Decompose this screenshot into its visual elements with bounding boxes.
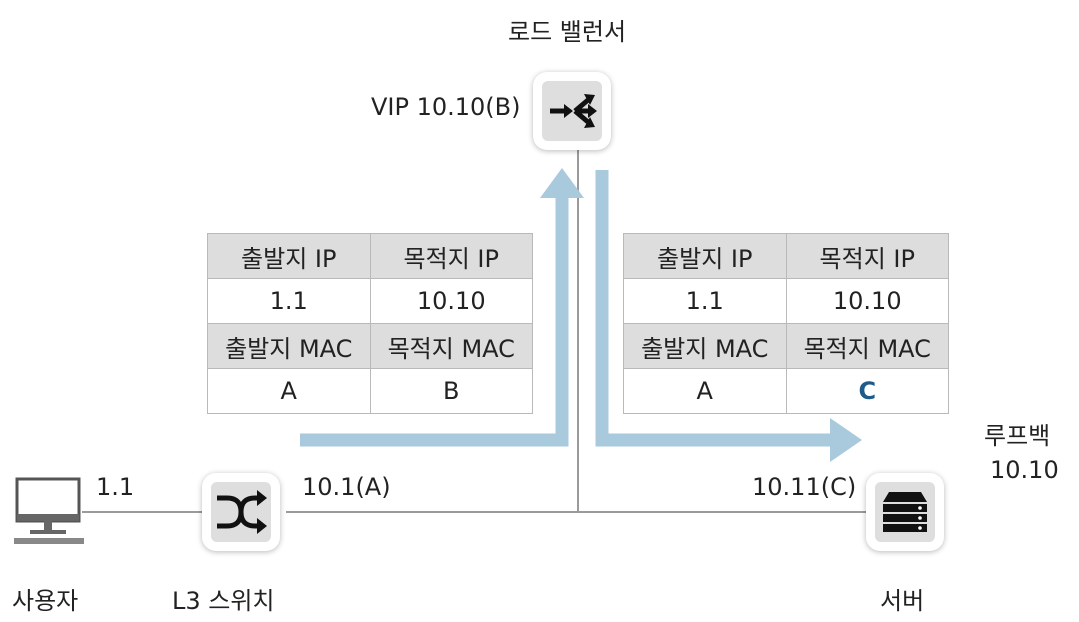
packet-in-mac-header-row: 출발지 MAC 목적지 MAC — [207, 323, 533, 369]
outbound-arrowhead — [830, 418, 862, 462]
packet-out-ip-row: 1.1 10.10 — [623, 278, 949, 324]
l3-switch-node[interactable] — [202, 473, 280, 551]
src-ip-value: 1.1 — [207, 278, 371, 324]
inbound-flow-arrow — [300, 196, 569, 447]
dst-mac-header: 목적지 MAC — [785, 323, 949, 369]
dst-ip-value: 10.10 — [369, 278, 533, 324]
user-ip: 1.1 — [96, 473, 135, 501]
switch-icon — [217, 490, 267, 534]
packet-out-mac-row: A C — [623, 368, 949, 414]
loopback-ip: 10.10 — [990, 456, 1059, 484]
server-icon — [883, 492, 927, 532]
server-node[interactable] — [866, 473, 944, 551]
src-ip-header: 출발지 IP — [623, 233, 787, 279]
dst-mac-header: 목적지 MAC — [369, 323, 533, 369]
src-mac-header: 출발지 MAC — [623, 323, 787, 369]
switch-port-ip: 10.1(A) — [302, 473, 391, 501]
user-label: 사용자 — [12, 587, 79, 615]
load-balancer-icon — [550, 94, 597, 128]
server-ip: 10.11(C) — [752, 473, 857, 501]
switch-label: L3 스위치 — [172, 587, 275, 615]
packet-in-ip-row: 1.1 10.10 — [207, 278, 533, 324]
load-balancer-node[interactable] — [533, 72, 611, 150]
dst-mac-value-highlight: C — [785, 368, 949, 414]
user-pc-icon[interactable] — [14, 476, 84, 546]
server-label: 서버 — [880, 587, 925, 615]
outbound-flow-arrow — [595, 170, 832, 447]
inbound-arrowhead — [540, 168, 584, 198]
packet-in-ip-header-row: 출발지 IP 목적지 IP — [207, 233, 533, 279]
packet-out-mac-header-row: 출발지 MAC 목적지 MAC — [623, 323, 949, 369]
packet-out-ip-header-row: 출발지 IP 목적지 IP — [623, 233, 949, 279]
vip-label: VIP 10.10(B) — [371, 93, 521, 121]
dst-mac-value: B — [369, 368, 533, 414]
packet-in-table: 출발지 IP 목적지 IP 1.1 10.10 출발지 MAC 목적지 MAC … — [207, 233, 533, 414]
src-ip-value: 1.1 — [623, 278, 787, 324]
src-mac-header: 출발지 MAC — [207, 323, 371, 369]
packet-out-table: 출발지 IP 목적지 IP 1.1 10.10 출발지 MAC 목적지 MAC … — [623, 233, 949, 414]
src-mac-value: A — [623, 368, 787, 414]
loopback-label: 루프백 — [984, 422, 1051, 450]
dst-ip-value: 10.10 — [785, 278, 949, 324]
src-mac-value: A — [207, 368, 371, 414]
packet-in-mac-row: A B — [207, 368, 533, 414]
load-balancer-title: 로드 밸런서 — [508, 18, 627, 46]
dst-ip-header: 목적지 IP — [785, 233, 949, 279]
src-ip-header: 출발지 IP — [207, 233, 371, 279]
dst-ip-header: 목적지 IP — [369, 233, 533, 279]
